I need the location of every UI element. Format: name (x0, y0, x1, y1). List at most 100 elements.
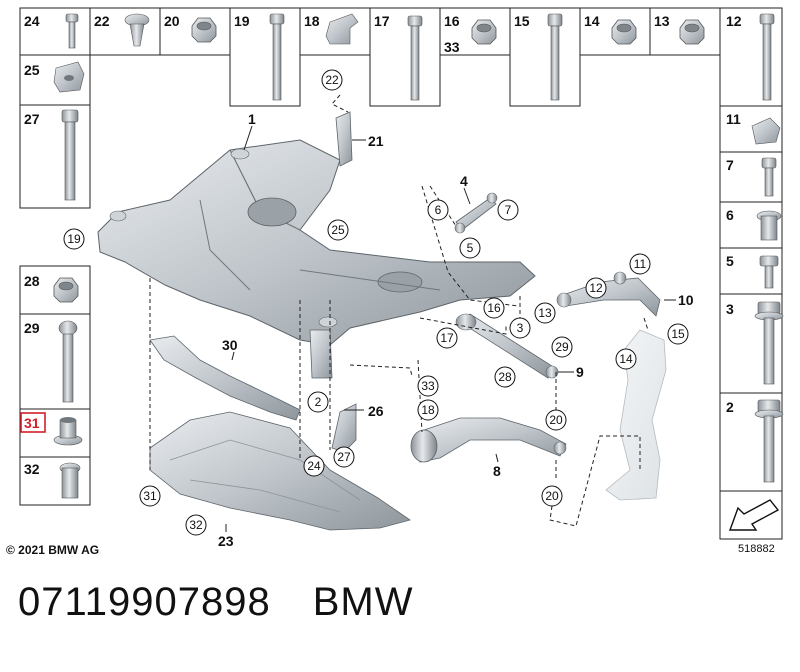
svg-text:11: 11 (634, 257, 647, 271)
bolt-icon (759, 255, 779, 289)
bracket (331, 403, 357, 453)
front-axle-crossmember (97, 139, 536, 379)
left-column-parts: 25 27 28 29 31 32 (20, 61, 85, 499)
callout-25: 25 (327, 219, 349, 241)
underbody-panel (149, 411, 411, 531)
svg-text:12: 12 (589, 281, 603, 295)
callout-20b: 20 (541, 485, 563, 507)
callout-5: 5 (459, 237, 481, 259)
svg-text:16: 16 (487, 301, 501, 315)
nut-icon (611, 19, 637, 45)
svg-text:29: 29 (555, 340, 569, 354)
bolt-icon (547, 13, 563, 101)
part-number-label: 22 (94, 13, 110, 29)
highlight-box (20, 412, 46, 433)
part-number-label: 29 (24, 320, 40, 336)
part-label: 4 (460, 173, 468, 189)
callout-2: 2 (307, 391, 329, 413)
callout-16: 16 (483, 297, 505, 319)
bolt-icon (61, 109, 79, 201)
bolt-icon (754, 301, 784, 385)
svg-text:18: 18 (421, 403, 435, 417)
stabilizer-link (454, 192, 498, 234)
clip-nut-icon (751, 117, 781, 145)
svg-text:7: 7 (505, 203, 512, 217)
callout-28: 28 (494, 366, 516, 388)
bolt-icon (759, 13, 775, 101)
callout-31: 31 (139, 485, 161, 507)
svg-text:20: 20 (549, 413, 563, 427)
callout-29: 29 (551, 336, 573, 358)
callout-3: 3 (509, 317, 531, 339)
part-number-label: 24 (24, 13, 40, 29)
bolt-icon (761, 157, 777, 197)
callout-7: 7 (497, 199, 519, 221)
part-number-label: 27 (24, 111, 40, 127)
part-label: 10 (678, 292, 694, 308)
callout-15: 15 (667, 323, 689, 345)
part-label: 8 (493, 463, 501, 479)
sleeve-nut-icon (59, 462, 81, 499)
svg-text:5: 5 (467, 241, 474, 255)
nut-icon (471, 19, 497, 45)
part-number-label: 13 (654, 13, 670, 29)
steering-knuckle-outline (605, 329, 667, 501)
main-assembly (97, 111, 667, 531)
right-column-parts: 11 7 6 5 3 2 (726, 111, 784, 531)
bolt-icon (754, 399, 784, 483)
part-number-label: 19 (234, 13, 250, 29)
svg-text:3: 3 (517, 321, 524, 335)
part-number-label: 6 (726, 207, 734, 223)
callouts: 22 19 25 6 7 5 11 12 16 13 3 17 15 14 29… (63, 69, 689, 536)
svg-text:33: 33 (421, 379, 435, 393)
nut-icon (191, 17, 217, 43)
part-number-label: 32 (24, 461, 40, 477)
direction-arrow-icon (729, 499, 780, 531)
svg-text:6: 6 (435, 203, 442, 217)
svg-text:25: 25 (331, 223, 345, 237)
part-label: 21 (368, 133, 384, 149)
svg-text:13: 13 (538, 306, 552, 320)
part-number-label: 17 (374, 13, 390, 29)
parts-grid (19, 7, 783, 540)
callout-11: 11 (629, 253, 651, 275)
callout-33: 33 (417, 375, 439, 397)
svg-text:17: 17 (440, 331, 454, 345)
bolt-icon (407, 15, 423, 101)
bolt-icon (269, 13, 285, 101)
callout-17: 17 (436, 327, 458, 349)
part-number-label: 20 (164, 13, 180, 29)
part-number-label: 7 (726, 157, 734, 173)
plain-labels: 1 21 4 10 9 8 30 26 23 (218, 111, 694, 549)
callout-20a: 20 (545, 409, 567, 431)
part-number-label: 28 (24, 273, 40, 289)
part-number-label: 16 (444, 13, 460, 29)
part-number-label: 14 (584, 13, 600, 29)
part-number-label: 15 (514, 13, 530, 29)
svg-text:14: 14 (619, 352, 633, 366)
bolt-icon (65, 13, 79, 49)
svg-text:27: 27 (337, 450, 351, 464)
part-label: 26 (368, 403, 384, 419)
part-label: 9 (576, 364, 584, 380)
svg-text:28: 28 (498, 370, 512, 384)
svg-text:20: 20 (545, 489, 559, 503)
nut-icon (53, 277, 79, 303)
svg-text:24: 24 (307, 459, 321, 473)
callout-13: 13 (534, 302, 556, 324)
callout-19: 19 (63, 228, 85, 250)
solid-leaders (225, 125, 676, 532)
part-number-label: 12 (726, 13, 742, 29)
top-row-parts: 24 22 20 19 18 17 16 33 15 14 13 12 (24, 13, 775, 101)
part-number: 07119907898 (18, 580, 271, 624)
upper-wishbone (556, 271, 661, 317)
callout-27: 27 (333, 446, 355, 468)
callout-24: 24 (303, 455, 325, 477)
part-number-label: 33 (444, 39, 460, 55)
highlighted-part-label: 31 (24, 415, 40, 431)
svg-text:15: 15 (671, 327, 685, 341)
part-number-label: 5 (726, 253, 734, 269)
copyright-text: © 2021 BMW AG (6, 543, 99, 557)
part-number-label: 2 (726, 399, 734, 415)
callout-22: 22 (321, 69, 343, 91)
